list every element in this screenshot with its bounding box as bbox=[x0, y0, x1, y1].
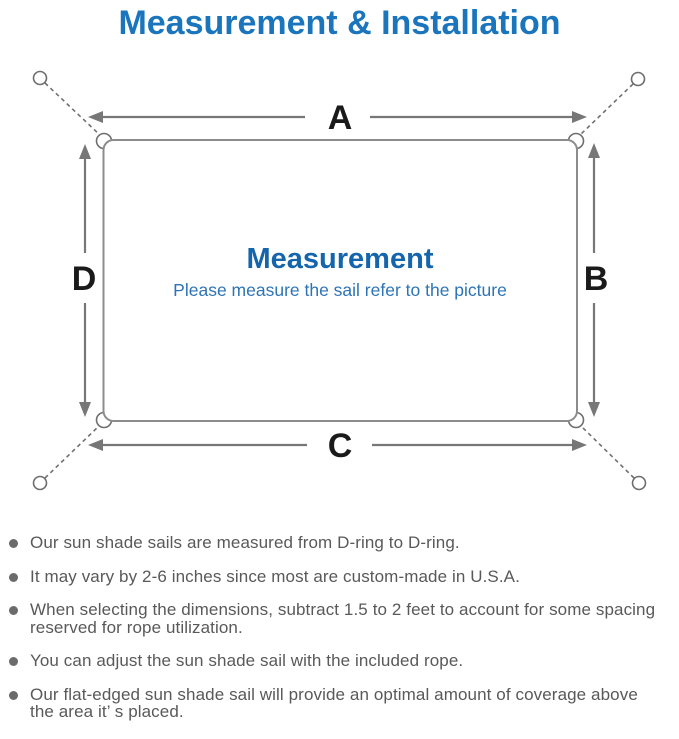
note-text: When selecting the dimensions, subtract … bbox=[30, 600, 656, 637]
label-side-d: D bbox=[72, 260, 97, 298]
list-item: It may vary by 2-6 inches since most are… bbox=[9, 566, 675, 586]
list-item: You can adjust the sun shade sail with t… bbox=[9, 652, 675, 670]
rope-top-left bbox=[44, 82, 102, 137]
bullet-icon bbox=[9, 657, 18, 666]
diagram-subtitle: Please measure the sail refer to the pic… bbox=[173, 280, 507, 300]
arrow-c-left-head bbox=[88, 439, 103, 451]
anchor-ring-icon-bottom-left bbox=[32, 475, 48, 491]
label-side-b: B bbox=[584, 260, 609, 298]
bullet-icon bbox=[9, 606, 18, 615]
measurement-arrows bbox=[79, 111, 600, 451]
arrow-a-left-head bbox=[88, 111, 103, 123]
sail-outline bbox=[102, 139, 578, 422]
arrow-d-down-head bbox=[79, 402, 91, 417]
anchor-ring-icon-top-right bbox=[630, 71, 646, 87]
list-item: Our sun shade sails are measured from D-… bbox=[9, 534, 675, 552]
label-side-c: C bbox=[328, 427, 353, 465]
note-text: You can adjust the sun shade sail with t… bbox=[30, 651, 464, 670]
anchor-ring-icon-top-left bbox=[32, 70, 48, 86]
anchor-ring-icon-bottom-right bbox=[631, 475, 647, 491]
note-text: Our sun shade sails are measured from D-… bbox=[30, 533, 460, 552]
bullet-icon bbox=[9, 539, 18, 548]
rope-bottom-left bbox=[44, 424, 101, 479]
arrow-d-up-head bbox=[79, 144, 91, 159]
corner-ropes bbox=[44, 82, 635, 479]
dimension-labels: A B C D bbox=[72, 99, 609, 465]
rope-bottom-right bbox=[579, 424, 635, 479]
measurement-diagram: A B C D Measurement Please measure the s… bbox=[32, 70, 647, 491]
note-text: Our flat-edged sun shade sail will provi… bbox=[30, 684, 638, 721]
arrow-a-right-head bbox=[572, 111, 587, 123]
notes-list: Our sun shade sails are measured from D-… bbox=[9, 534, 675, 737]
arrow-c-right-head bbox=[572, 439, 587, 451]
anchor-rings bbox=[32, 70, 647, 491]
bullet-icon bbox=[9, 690, 18, 700]
label-side-a: A bbox=[328, 99, 353, 137]
arrow-b-up-head bbox=[588, 143, 600, 158]
arrow-b-down-head bbox=[588, 402, 600, 417]
note-text: It may vary by 2-6 inches since most are… bbox=[30, 566, 520, 586]
list-item: When selecting the dimensions, subtract … bbox=[9, 601, 675, 636]
rope-top-right bbox=[578, 83, 634, 137]
bullet-icon bbox=[9, 572, 18, 582]
page-title: Measurement & Installation bbox=[118, 4, 561, 42]
diagram-heading: Measurement bbox=[247, 243, 434, 275]
list-item: Our flat-edged sun shade sail will provi… bbox=[9, 684, 675, 721]
